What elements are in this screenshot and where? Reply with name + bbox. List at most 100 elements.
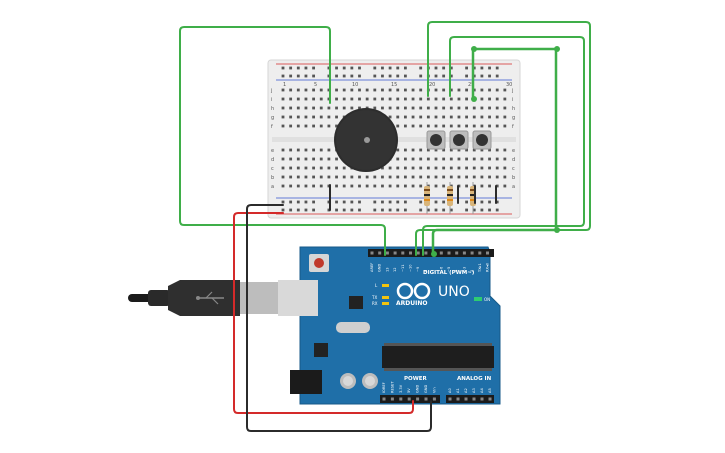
breadboard-hole [495, 175, 499, 179]
wire-green-button2[interactable] [422, 36, 585, 256]
rail-hole [426, 208, 430, 212]
rail-hole [281, 200, 285, 204]
rail-hole [388, 74, 392, 78]
breadboard-hole [442, 106, 446, 110]
breadboard-hole [365, 97, 369, 101]
breadboard-hole [289, 97, 293, 101]
resistor-2[interactable] [447, 182, 453, 214]
header-pin[interactable] [401, 251, 405, 255]
breadboard-hole [419, 157, 423, 161]
rail-hole [335, 74, 338, 78]
pin-label: 12 [393, 267, 397, 272]
breadboard-hole [296, 97, 300, 101]
wire-green-buzzer[interactable] [179, 26, 386, 256]
rail-hole [381, 66, 384, 70]
breadboard-hole [434, 106, 438, 110]
rail-hole [404, 200, 407, 204]
header-pin[interactable] [464, 397, 468, 401]
breadboard-hole [350, 175, 354, 179]
breadboard-hole [404, 97, 407, 101]
breadboard-hole [396, 115, 400, 119]
push-button-2[interactable] [449, 130, 469, 150]
header-pin[interactable] [416, 251, 420, 255]
breadboard-hole [289, 157, 293, 161]
wire-red-5v[interactable] [233, 212, 414, 414]
breadboard-hole [350, 97, 354, 101]
breadboard-hole [472, 115, 476, 119]
power-jack[interactable] [290, 370, 322, 394]
breadboard-hole [503, 97, 507, 101]
header-pin[interactable] [378, 251, 382, 255]
push-button-3[interactable] [472, 130, 492, 150]
header-pin[interactable] [478, 251, 482, 255]
header-pin[interactable] [393, 251, 397, 255]
header-pin[interactable] [407, 397, 411, 401]
breadboard-hole [365, 184, 369, 188]
breadboard-hole [442, 148, 446, 152]
header-pin[interactable] [462, 251, 466, 255]
pin-label: IOREF [382, 382, 386, 393]
rail-hole [304, 208, 308, 212]
header-pin[interactable] [448, 397, 452, 401]
header-pin[interactable] [432, 397, 436, 401]
resistor-1[interactable] [424, 182, 430, 214]
header-pin[interactable] [424, 397, 428, 401]
header-pin[interactable] [455, 251, 459, 255]
header-pin[interactable] [382, 397, 386, 401]
rail-hole [281, 208, 285, 212]
header-pin[interactable] [488, 397, 492, 401]
header-pin[interactable] [439, 251, 443, 255]
header-pin[interactable] [480, 397, 484, 401]
header-pin[interactable] [447, 251, 451, 255]
header-pin[interactable] [486, 251, 489, 255]
header-pin[interactable] [416, 397, 420, 401]
breadboard-hole [289, 115, 293, 119]
rail-hole [342, 66, 346, 70]
on-label: ON [484, 297, 490, 302]
breadboard-hole [388, 184, 392, 188]
breadboard-hole [396, 88, 400, 92]
breadboard-hole [304, 124, 308, 128]
breadboard-hole [480, 157, 484, 161]
breadboard-hole [289, 166, 293, 170]
breadboard-hole [304, 88, 308, 92]
rail-hole [404, 66, 407, 70]
header-pin[interactable] [456, 397, 460, 401]
row-label-e: e [271, 148, 274, 154]
rail-hole [327, 74, 331, 78]
wires [179, 21, 591, 432]
rail-hole [312, 208, 315, 212]
header-pin[interactable] [385, 251, 389, 255]
breadboard-hole [449, 175, 453, 179]
pin-label: 4 [455, 269, 459, 272]
header-pin[interactable] [399, 397, 403, 401]
header-pin[interactable] [370, 251, 374, 255]
col-num-20: 20 [429, 82, 435, 88]
header-pin[interactable] [390, 397, 394, 401]
breadboard-hole [381, 166, 384, 170]
breadboard-hole [426, 97, 430, 101]
breadboard-hole [304, 115, 308, 119]
breadboard-hole [335, 124, 338, 128]
wire-black-gnd[interactable] [246, 204, 432, 432]
rail-hole [495, 200, 499, 204]
header-pin[interactable] [424, 251, 428, 255]
rail-hole [381, 200, 384, 204]
breadboard-hole [419, 97, 423, 101]
usb-cable[interactable] [128, 280, 318, 316]
breadboard-hole [472, 166, 476, 170]
header-pin[interactable] [472, 397, 476, 401]
header-pin[interactable] [470, 251, 474, 255]
breadboard-hole [335, 106, 338, 110]
breadboard-hole [281, 124, 285, 128]
piezo-buzzer[interactable] [334, 108, 398, 172]
row-label-h-right: h [512, 106, 515, 112]
push-button-1[interactable] [426, 130, 446, 150]
breadboard-hole [327, 88, 331, 92]
header-pin[interactable] [409, 251, 412, 255]
wire-green-button1[interactable] [415, 21, 591, 256]
wire-green-button3[interactable] [431, 47, 558, 256]
arduino-uno-board[interactable]: ARDUINO UNO DIGITAL (PWM~) POWER ANALOG … [290, 246, 501, 405]
breadboard-hole [449, 106, 453, 110]
breadboard-hole [381, 106, 384, 110]
